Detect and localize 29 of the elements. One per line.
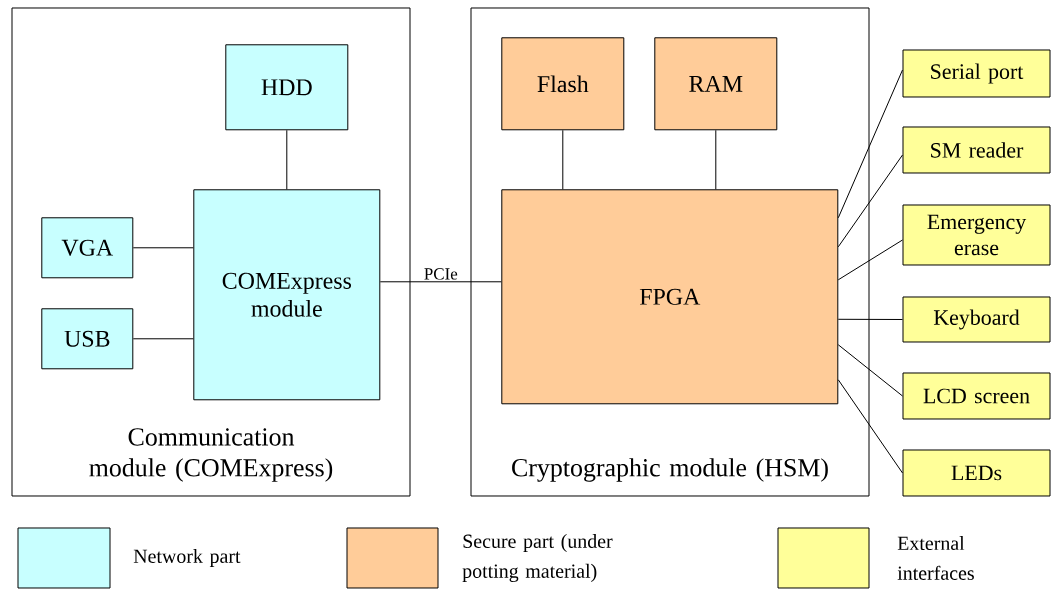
connector-line: [837, 154, 903, 248]
connector-line: [837, 379, 903, 474]
connector-line: [837, 344, 903, 397]
component-box: HDD: [225, 44, 349, 131]
connector-line: [379, 281, 502, 283]
connector-line: [837, 239, 903, 281]
connector-line: [715, 129, 717, 190]
interface-box: SM reader: [902, 126, 1051, 174]
edge-label: PCIe: [422, 267, 459, 281]
connector-line: [837, 69, 903, 219]
connector-line: [837, 318, 903, 320]
connector-line: [132, 338, 194, 340]
legend-label: Secure part (under potting material): [462, 534, 613, 582]
component-box: RAM: [654, 37, 778, 131]
component-box: USB: [41, 308, 134, 370]
interface-box: Serial port: [902, 49, 1051, 98]
legend-label: External interfaces: [897, 536, 974, 580]
legend-label: Network part: [133, 548, 241, 567]
connector-line: [562, 129, 564, 190]
interface-box: LEDs: [902, 449, 1051, 497]
interface-box: LCD screen: [902, 372, 1051, 420]
connector-line: [286, 129, 288, 190]
connector-line: [132, 247, 194, 249]
interface-box: Emergency erase: [902, 204, 1051, 266]
component-box: FPGA: [501, 189, 839, 405]
interface-box: Keyboard: [902, 296, 1051, 343]
component-box: Flash: [501, 37, 625, 131]
component-box: VGA: [41, 217, 134, 279]
component-box: COMExpress module: [193, 189, 381, 401]
